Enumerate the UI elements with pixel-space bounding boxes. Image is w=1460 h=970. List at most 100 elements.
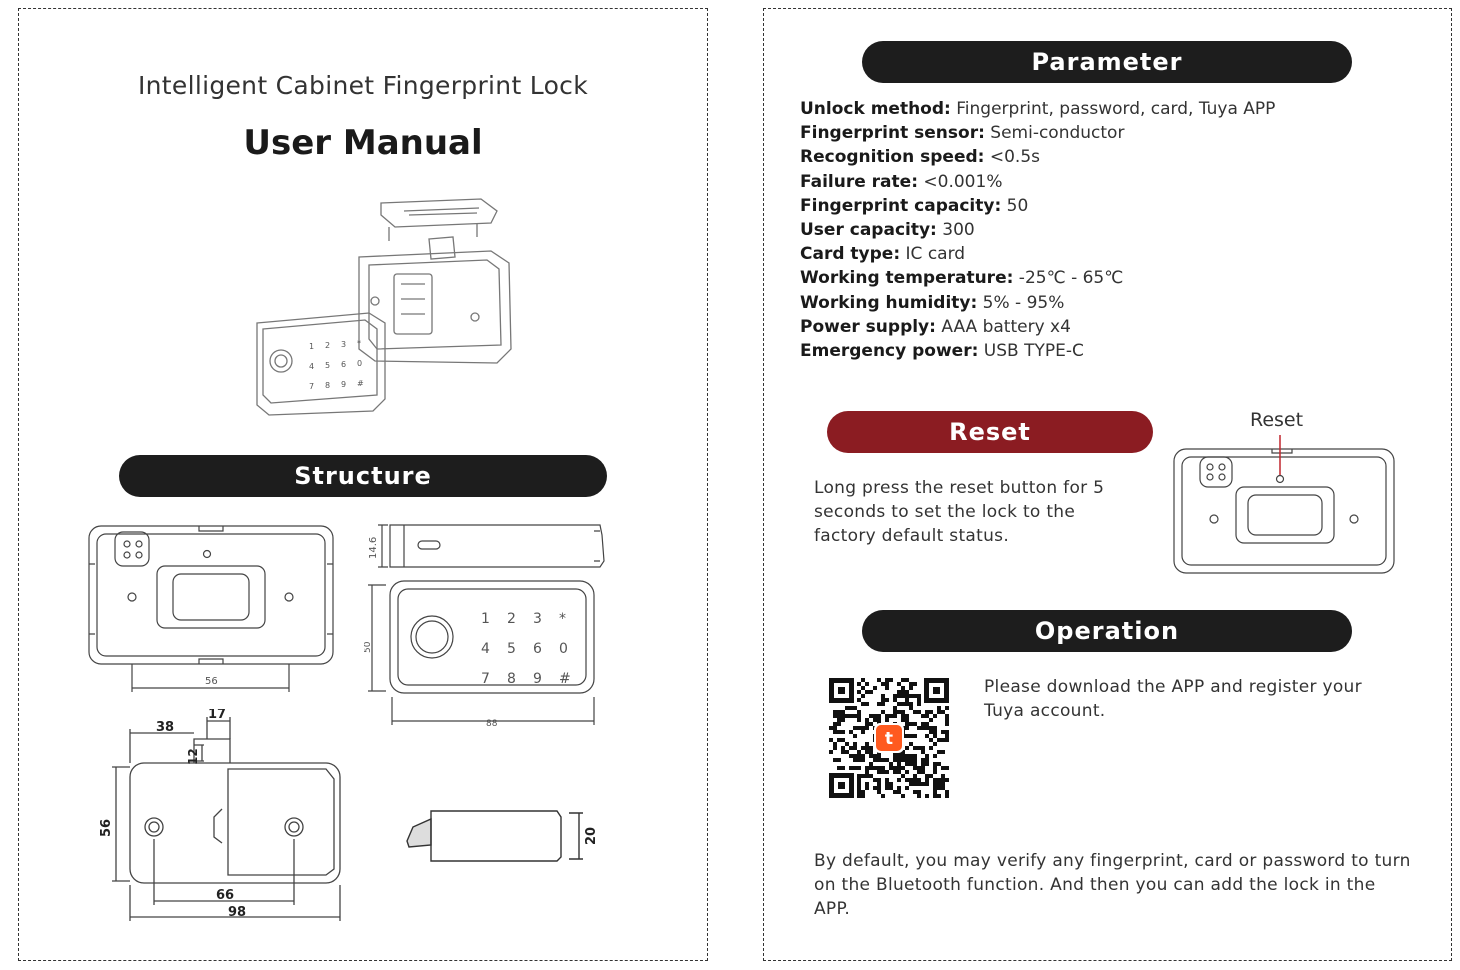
keypad-key: 7: [481, 671, 490, 687]
qr-module: [913, 682, 917, 686]
qr-module: [913, 746, 917, 750]
qr-module: [909, 702, 913, 706]
qr-module: [857, 750, 861, 754]
param-label: Working humidity:: [800, 292, 978, 313]
qr-module: [913, 710, 917, 714]
qr-module: [905, 734, 909, 738]
qr-module: [909, 758, 913, 762]
qr-module: [877, 678, 881, 682]
parameter-heading: Parameter: [862, 41, 1352, 83]
qr-module: [873, 786, 877, 790]
keypad-key: 5: [507, 641, 516, 657]
qr-module: [861, 730, 865, 734]
qr-module: [909, 734, 913, 738]
qr-module: [857, 758, 861, 762]
qr-module: [925, 714, 929, 718]
keypad-key: 0: [559, 641, 568, 657]
qr-module: [933, 794, 937, 798]
qr-module: [901, 718, 905, 722]
qr-module: [877, 714, 881, 718]
qr-module: [901, 714, 905, 718]
qr-module: [921, 746, 925, 750]
qr-module: [925, 774, 929, 778]
qr-module: [893, 698, 897, 702]
qr-module: [861, 790, 865, 794]
qr-module: [909, 742, 913, 746]
qr-module: [837, 710, 841, 714]
qr-module: [945, 730, 949, 734]
qr-module: [937, 762, 941, 766]
structure-heading: Structure: [119, 455, 607, 497]
qr-module: [889, 762, 893, 766]
qr-module: [905, 726, 909, 730]
qr-module: [917, 790, 921, 794]
param-value: <0.001%: [918, 171, 1003, 192]
qr-module: [833, 722, 837, 726]
param-row: Failure rate: <0.001%: [800, 170, 1275, 194]
qr-module: [853, 734, 857, 738]
qr-module: [845, 706, 849, 710]
qr-module: [869, 750, 873, 754]
qr-module: [849, 730, 853, 734]
qr-module: [901, 794, 905, 798]
qr-module: [913, 758, 917, 762]
keypad-key: 9: [533, 671, 542, 687]
qr-module: [901, 754, 905, 758]
keypad-key: 1: [481, 611, 490, 627]
qr-module: [917, 794, 921, 798]
param-value: AAA battery x4: [935, 316, 1071, 337]
qr-module: [857, 710, 861, 714]
qr-module: [897, 786, 901, 790]
qr-module: [853, 742, 857, 746]
default-instructions: By default, you may verify any fingerpri…: [814, 851, 1411, 919]
qr-module: [865, 746, 869, 750]
qr-module: [869, 714, 873, 718]
qr-module: [929, 730, 933, 734]
qr-module: [841, 766, 845, 770]
qr-module: [833, 730, 837, 734]
qr-module: [909, 782, 913, 786]
qr-module: [881, 698, 885, 702]
keypad-key: 4: [481, 641, 490, 657]
qr-module: [893, 754, 897, 758]
qr-module: [853, 726, 857, 730]
qr-module: [877, 702, 881, 706]
qr-module: [897, 754, 901, 758]
qr-module: [865, 682, 869, 686]
qr-module: [925, 778, 929, 782]
qr-module: [909, 706, 913, 710]
qr-module: [941, 766, 945, 770]
param-label: Working temperature:: [800, 268, 1014, 289]
keypad-key: *: [559, 611, 566, 627]
qr-module: [833, 742, 837, 746]
qr-module: [861, 746, 865, 750]
qr-module: [857, 794, 861, 798]
qr-module: [889, 678, 893, 682]
qr-module: [917, 698, 921, 702]
qr-module: [841, 746, 845, 750]
dim-top-38: 38: [156, 720, 174, 735]
qr-module: [901, 766, 905, 770]
qr-module: [853, 754, 857, 758]
qr-module: [881, 770, 885, 774]
dim-top-98: 98: [228, 905, 246, 920]
qr-code[interactable]: t: [828, 677, 950, 799]
qr-module: [905, 698, 909, 702]
qr-module: [905, 702, 909, 706]
product-title: Intelligent Cabinet Fingerprint Lock: [137, 71, 589, 100]
param-row: Emergency power: USB TYPE-C: [800, 339, 1275, 363]
qr-module: [889, 714, 893, 718]
svg-text:1: 1: [309, 342, 314, 351]
qr-module: [905, 718, 909, 722]
qr-module: [909, 686, 913, 690]
qr-module: [937, 710, 941, 714]
qr-module: [905, 754, 909, 758]
param-value: 5% - 95%: [977, 292, 1065, 313]
qr-module: [885, 782, 889, 786]
qr-module: [841, 730, 845, 734]
back-view-drawing: 56: [88, 525, 334, 692]
qr-module: [873, 778, 877, 782]
tuya-logo-letter: t: [885, 729, 893, 749]
svg-text:9: 9: [341, 380, 346, 389]
param-label: Fingerprint sensor:: [800, 123, 985, 144]
